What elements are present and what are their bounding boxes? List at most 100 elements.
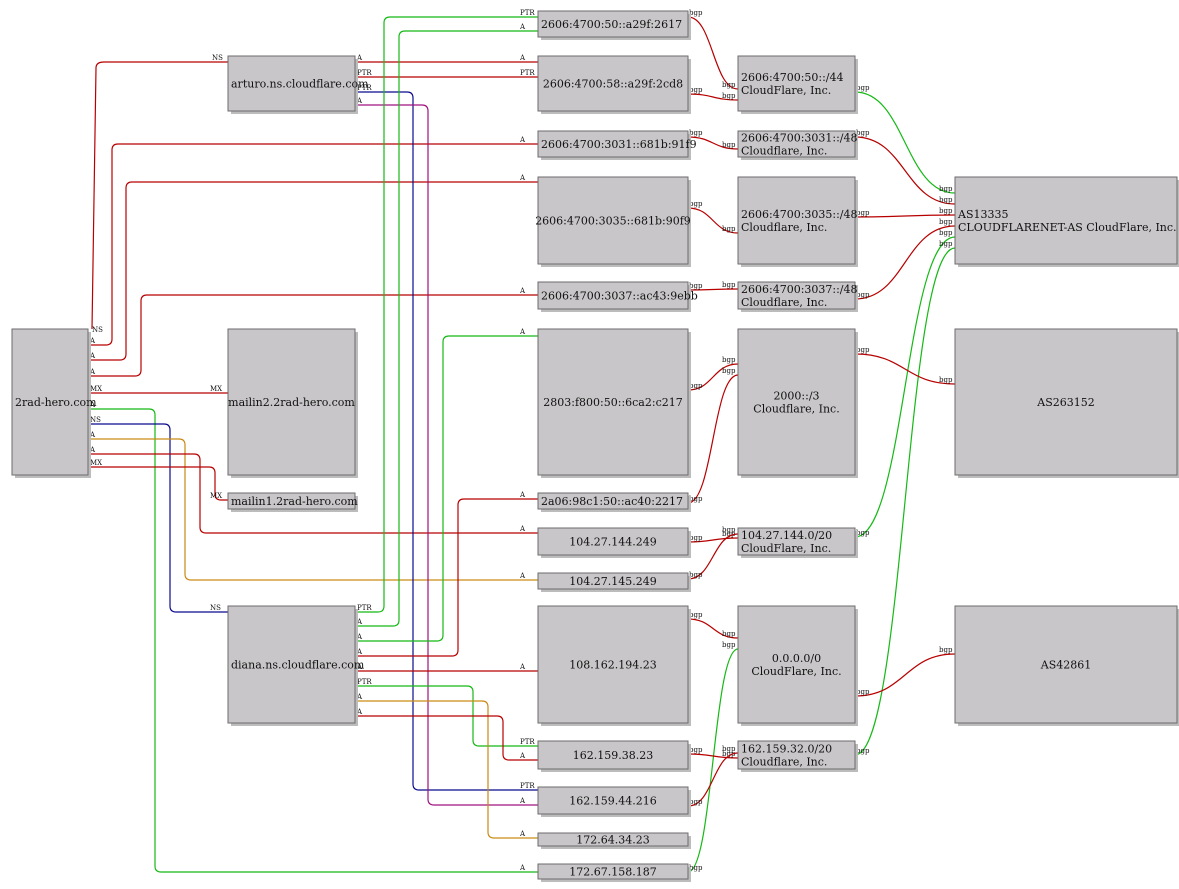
- node-label: 162.159.38.23: [573, 749, 653, 762]
- edge-line: [687, 16, 739, 90]
- node-label: 108.162.194.23: [569, 659, 656, 672]
- edge-line: [687, 533, 739, 580]
- edge-line: [88, 143, 538, 346]
- edge-line: [854, 653, 956, 697]
- node-label: 162.159.32.0/20: [741, 743, 832, 756]
- edge-label-source: A: [89, 368, 96, 376]
- node-n2rad[interactable]: 2rad-hero.com: [11, 328, 97, 478]
- edge-label-source: bgp: [689, 534, 703, 542]
- edge-label-source: bgp: [689, 571, 703, 579]
- edge-label-target: bgp: [939, 196, 953, 204]
- node-label: diana.ns.cloudflare.com: [231, 659, 365, 672]
- node-box: [737, 527, 856, 556]
- edge-label-target: bgp: [722, 745, 736, 753]
- node-label: 172.67.158.187: [569, 866, 656, 879]
- node-box: [954, 328, 1178, 476]
- node-box: [537, 55, 689, 112]
- edge-pfx162-as13335-bgp: bgp bgp: [854, 240, 956, 756]
- edge-line: [687, 648, 739, 873]
- node-ip108[interactable]: 108.162.194.23: [537, 605, 691, 726]
- node-box: [537, 492, 689, 510]
- node-ip162b[interactable]: 162.159.44.216: [537, 786, 691, 817]
- node-ip9ebb[interactable]: 2606:4700:3037::ac43:9ebb: [537, 281, 698, 312]
- node-label: arturo.ns.cloudflare.com: [231, 78, 369, 91]
- node-mailin2[interactable]: mailin2.2rad-hero.com: [227, 328, 358, 478]
- edge-ip172b-pfx0000-bgp: bgp bgp: [687, 641, 739, 873]
- node-ip2617[interactable]: 2606:4700:50::a29f:2617: [537, 10, 691, 40]
- edge-label-target: bgp: [722, 81, 736, 89]
- edge-label-source: A: [356, 618, 363, 626]
- node-box: [737, 55, 856, 112]
- node-ip249b[interactable]: 104.27.145.249: [537, 572, 691, 592]
- node-label: 2606:4700:3031::/48: [741, 132, 858, 145]
- node-label: 104.27.144.0/20: [741, 529, 832, 542]
- node-ip90f9[interactable]: 2606:4700:3035::681b:90f9: [535, 176, 691, 267]
- edge-line: [687, 363, 739, 391]
- edge-arturo-ip162b-a: AA: [355, 97, 538, 806]
- edge-line: [854, 353, 956, 385]
- node-ip249a[interactable]: 104.27.144.249: [537, 527, 691, 558]
- node-ip162a[interactable]: 162.159.38.23: [537, 740, 691, 772]
- node-arturo[interactable]: arturo.ns.cloudflare.com: [227, 55, 369, 114]
- node-diana[interactable]: diana.ns.cloudflare.com: [227, 605, 365, 726]
- edge-line: [854, 225, 956, 300]
- node-box: [537, 10, 689, 38]
- node-mailin1[interactable]: mailin1.2rad-hero.com: [227, 492, 358, 512]
- edge-line: [355, 104, 538, 806]
- edge-line: [88, 438, 538, 581]
- edge-line: [88, 423, 228, 613]
- edge-label-target: A: [519, 752, 526, 760]
- node-ip91f9[interactable]: 2606:4700:3031::681b:91f9: [537, 130, 697, 160]
- edge-label-source: A: [356, 663, 363, 671]
- node-ip172b[interactable]: 172.67.158.187: [537, 863, 691, 882]
- node-label: 2606:4700:3037::/48: [741, 283, 858, 296]
- edge-label-source: bgp: [689, 611, 703, 619]
- node-label: 2606:4700:3031::681b:91f9: [541, 138, 697, 151]
- node-box: [737, 176, 856, 265]
- node-ip2cd8[interactable]: 2606:4700:58::a29f:2cd8: [537, 55, 691, 114]
- edge-label-source: bgp: [856, 291, 870, 299]
- edge-label-target: bgp: [722, 641, 736, 649]
- edge-line: [355, 91, 538, 791]
- node-label: CloudFlare, Inc.: [751, 665, 841, 678]
- node-box: [954, 176, 1178, 265]
- node-as42861[interactable]: AS42861: [954, 605, 1179, 726]
- node-ip172a[interactable]: 172.64.34.23: [537, 832, 691, 849]
- edge-label-target: bgp: [722, 356, 736, 364]
- node-label: 2803:f800:50::6ca2:c217: [543, 396, 682, 409]
- edge-line: [854, 247, 956, 756]
- edge-label-target: A: [519, 797, 526, 805]
- edge-label-target: A: [519, 23, 526, 31]
- node-label: Cloudflare, Inc.: [741, 145, 827, 158]
- node-box: [537, 527, 689, 556]
- node-box: [954, 605, 1178, 724]
- edge-label-target: A: [519, 54, 526, 62]
- node-as263152[interactable]: AS263152: [954, 328, 1179, 478]
- edge-label-target: A: [519, 328, 526, 336]
- edge-label-source: bgp: [856, 209, 870, 217]
- node-box: [737, 281, 856, 310]
- edge-label-source: bgp: [856, 688, 870, 696]
- node-ip2217[interactable]: 2a06:98c1:50::ac40:2217: [537, 492, 691, 512]
- edge-diana-ipc217-a: AA: [355, 328, 538, 642]
- edge-label-target: A: [519, 287, 526, 295]
- edge-label-source: bgp: [689, 798, 703, 806]
- node-ipc217[interactable]: 2803:f800:50::6ca2:c217: [537, 328, 691, 478]
